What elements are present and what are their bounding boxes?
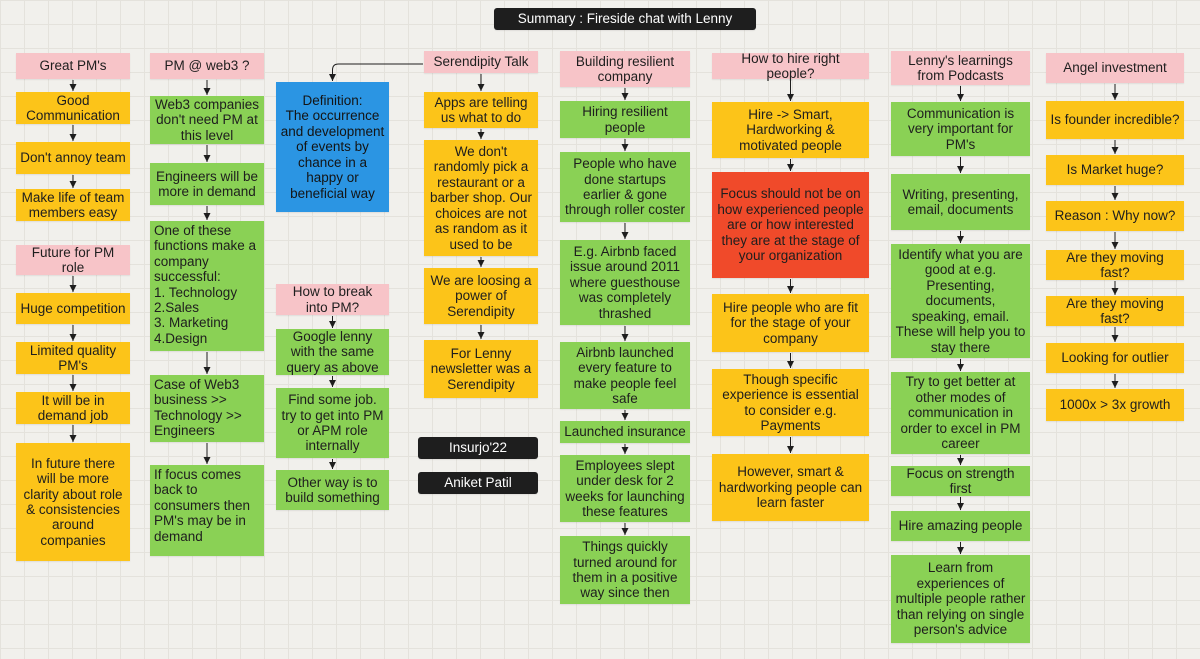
podcasts-note[interactable]: Try to get better at other modes of comm… bbox=[891, 372, 1030, 454]
future-pm-note[interactable]: Huge competition bbox=[16, 293, 130, 324]
podcasts-note[interactable]: Writing, presenting, email, documents bbox=[891, 174, 1030, 230]
resilient-note[interactable]: Launched insurance bbox=[560, 421, 690, 443]
resilient-note[interactable]: Hiring resilient people bbox=[560, 101, 690, 138]
resilient-note[interactable]: E.g. Airbnb faced issue around 2011 wher… bbox=[560, 240, 690, 325]
hire-note-highlight[interactable]: Focus should not be on how experienced p… bbox=[712, 172, 869, 278]
event-badge: Insurjo'22 bbox=[418, 437, 538, 459]
future-pm-header[interactable]: Future for PM role bbox=[16, 245, 130, 275]
great-pm-note[interactable]: Don't annoy team bbox=[16, 142, 130, 174]
pm-web3-note[interactable]: One of these functions make a company su… bbox=[150, 221, 264, 351]
serendipity-note[interactable]: We are loosing a power of Serendipity bbox=[424, 268, 538, 324]
podcasts-note[interactable]: Learn from experiences of multiple peopl… bbox=[891, 555, 1030, 643]
pm-web3-note[interactable]: Engineers will be more in demand bbox=[150, 163, 264, 205]
podcasts-note[interactable]: Focus on strength first bbox=[891, 466, 1030, 496]
pm-web3-note[interactable]: Case of Web3 business >> Technology >> E… bbox=[150, 375, 264, 442]
great-pm-note[interactable]: Good Communication bbox=[16, 92, 130, 124]
podcasts-note[interactable]: Hire amazing people bbox=[891, 511, 1030, 541]
hire-note[interactable]: Hire -> Smart, Hardworking & motivated p… bbox=[712, 102, 869, 158]
serendipity-note[interactable]: Apps are telling us what to do bbox=[424, 92, 538, 128]
podcasts-note[interactable]: Identify what you are good at e.g. Prese… bbox=[891, 244, 1030, 358]
angel-note[interactable]: Reason : Why now? bbox=[1046, 201, 1184, 231]
angel-note[interactable]: Looking for outlier bbox=[1046, 343, 1184, 373]
hire-note[interactable]: Though specific experience is essential … bbox=[712, 369, 869, 436]
future-pm-note[interactable]: It will be in demand job bbox=[16, 392, 130, 424]
break-into-pm-note[interactable]: Google lenny with the same query as abov… bbox=[276, 329, 389, 375]
break-into-pm-note[interactable]: Find some job. try to get into PM or APM… bbox=[276, 388, 389, 458]
future-pm-note[interactable]: Limited quality PM's bbox=[16, 342, 130, 374]
pm-web3-note[interactable]: Web3 companies don't need PM at this lev… bbox=[150, 96, 264, 144]
resilient-note[interactable]: Employees slept under desk for 2 weeks f… bbox=[560, 455, 690, 522]
angel-note[interactable]: Is Market huge? bbox=[1046, 155, 1184, 185]
board-title: Summary : Fireside chat with Lenny bbox=[494, 8, 756, 30]
great-pm-header[interactable]: Great PM's bbox=[16, 53, 130, 79]
pm-web3-header[interactable]: PM @ web3 ? bbox=[150, 53, 264, 79]
future-pm-note[interactable]: In future there will be more clarity abo… bbox=[16, 443, 130, 561]
great-pm-note[interactable]: Make life of team members easy bbox=[16, 189, 130, 221]
angel-note[interactable]: Is founder incredible? bbox=[1046, 101, 1184, 139]
hire-header[interactable]: How to hire right people? bbox=[712, 51, 869, 81]
resilient-note[interactable]: People who have done startups earlier & … bbox=[560, 152, 690, 222]
hire-note[interactable]: However, smart & hardworking people can … bbox=[712, 454, 869, 521]
angel-note[interactable]: 1000x > 3x growth bbox=[1046, 389, 1184, 421]
serendipity-note[interactable]: For Lenny newsletter was a Serendipity bbox=[424, 340, 538, 398]
break-into-pm-note[interactable]: Other way is to build something bbox=[276, 470, 389, 510]
podcasts-header[interactable]: Lenny's learnings from Podcasts bbox=[891, 51, 1030, 85]
podcasts-note[interactable]: Communication is very important for PM's bbox=[891, 102, 1030, 156]
resilient-header[interactable]: Building resilient company bbox=[560, 51, 690, 87]
serendipity-header[interactable]: Serendipity Talk bbox=[424, 51, 538, 73]
definition-note[interactable]: Definition: The occurrence and developme… bbox=[276, 82, 389, 212]
break-into-pm-header[interactable]: How to break into PM? bbox=[276, 284, 389, 315]
hire-note[interactable]: Hire people who are fit for the stage of… bbox=[712, 294, 869, 352]
angel-note[interactable]: Are they moving fast? bbox=[1046, 250, 1184, 280]
pm-web3-note[interactable]: If focus comes back to consumers then PM… bbox=[150, 465, 264, 556]
resilient-note[interactable]: Airbnb launched every feature to make pe… bbox=[560, 342, 690, 409]
serendipity-note[interactable]: We don't randomly pick a restaurant or a… bbox=[424, 140, 538, 256]
author-badge: Aniket Patil bbox=[418, 472, 538, 494]
resilient-note[interactable]: Things quickly turned around for them in… bbox=[560, 536, 690, 604]
definition-connector-arrow bbox=[329, 63, 423, 81]
angel-header[interactable]: Angel investment bbox=[1046, 53, 1184, 83]
angel-note[interactable]: Are they moving fast? bbox=[1046, 296, 1184, 326]
